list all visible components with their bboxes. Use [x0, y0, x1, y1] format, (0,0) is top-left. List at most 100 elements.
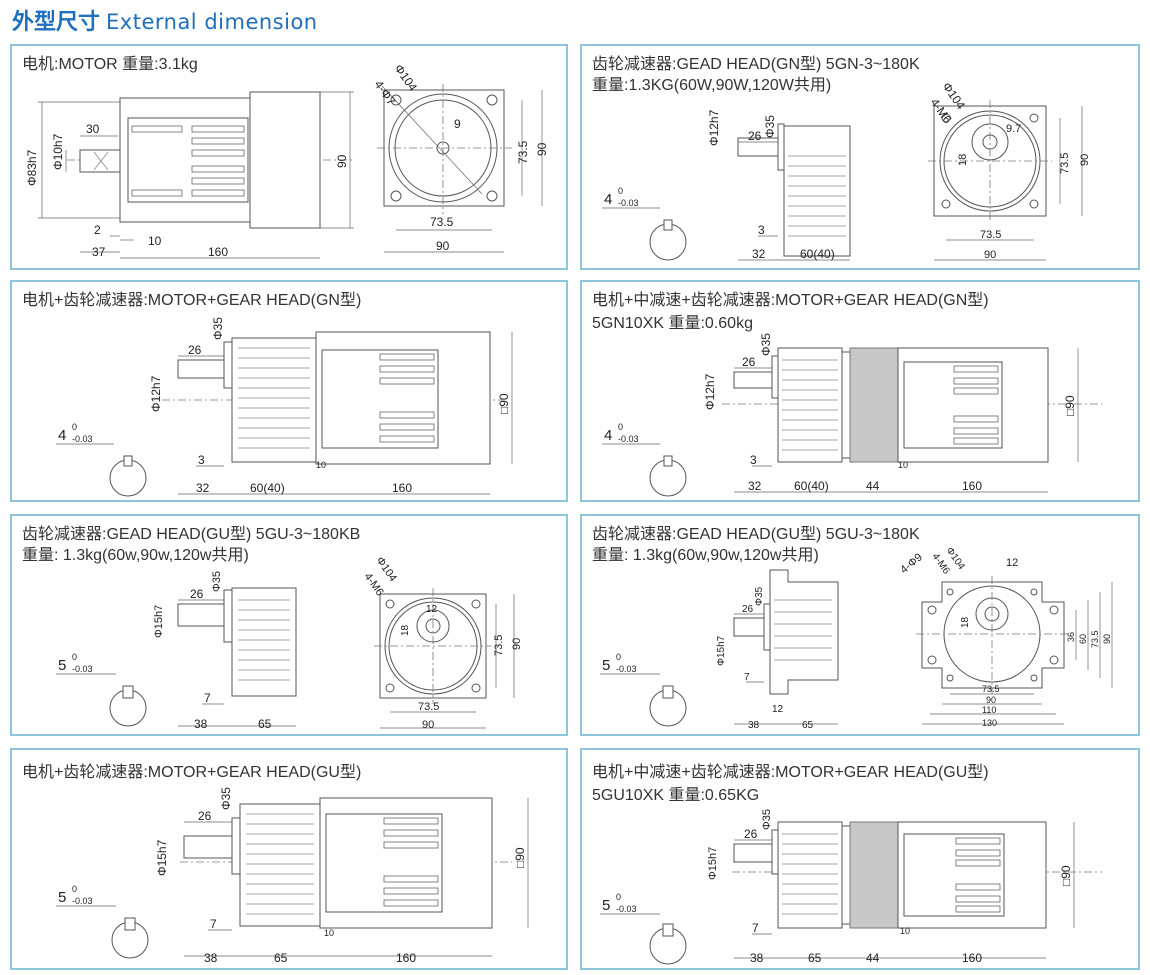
dim-l65: 65	[274, 951, 288, 965]
dim-d35: Φ35	[763, 115, 777, 138]
dim-v735: 73.5	[516, 140, 530, 164]
key-tol-top: 0	[618, 422, 623, 432]
dim-l60: 60(40)	[800, 247, 835, 261]
dim-l12: 12	[772, 704, 784, 715]
dim-b735: 73.5	[980, 229, 1001, 241]
panel-motor-mid-gn-title-2: 5GN10XK 重量:0.60kg	[592, 315, 753, 332]
dim-b735: 73.5	[418, 701, 439, 713]
dim-l44: 44	[866, 479, 880, 493]
dim-l7: 7	[204, 691, 211, 705]
page-title-en: External dimension	[106, 10, 318, 34]
dim-k12: 12	[426, 604, 438, 615]
key-width: 5	[58, 889, 66, 906]
dim-k12: 12	[1006, 557, 1018, 569]
dim-sq90: □90	[1063, 395, 1077, 416]
dim-d15: Φ15h7	[716, 635, 727, 666]
dim-b110: 110	[982, 705, 996, 715]
dim-l44: 44	[866, 951, 880, 965]
key-tol-bot: -0.03	[72, 896, 93, 906]
gu-k-flange-side	[769, 569, 839, 695]
panel-gn-gearhead-title-1: 齿轮减速器:GEAD HEAD(GN型) 5GN-3~180K	[592, 56, 920, 73]
dim-l65: 65	[808, 951, 822, 965]
gu-k-flange-front	[921, 581, 1065, 689]
dim-l65: 65	[802, 720, 814, 731]
dim-l3: 3	[758, 223, 765, 237]
motor-mid-gn-drawing: 26 Φ35 Φ12h7 4 0 -0.03 3 10 32 60(40) 44…	[602, 333, 1102, 497]
panel-motor: 电机:MOTOR 重量:3.1kg Φ83h7 Φ10h7 30 2 37 10…	[10, 44, 568, 270]
panel-motor-gu-title: 电机+齿轮减速器:MOTOR+GEAR HEAD(GU型)	[22, 764, 362, 781]
dim-l26: 26	[188, 343, 202, 357]
dim-l7: 7	[744, 672, 750, 683]
dim-l26: 26	[744, 827, 758, 841]
panel-gu-k-title-2: 重量: 1.3kg(60w,90w,120w共用)	[592, 547, 819, 564]
dim-v60: 60	[1078, 634, 1088, 644]
dim-l26: 26	[198, 809, 212, 823]
key-width: 5	[58, 657, 66, 674]
dim-v90: 90	[511, 638, 523, 650]
dim-l3: 3	[750, 453, 757, 467]
dim-l2: 2	[94, 223, 101, 237]
dim-d12: Φ12h7	[703, 373, 717, 410]
dim-sq90: □90	[513, 847, 527, 868]
motor-drawing: Φ83h7 Φ10h7 30 2 37 10 160 90 4-Φ7 Φ104 …	[25, 62, 549, 259]
key-tol-bot: -0.03	[72, 664, 93, 674]
dim-l26: 26	[748, 129, 762, 143]
panel-motor-title: 电机:MOTOR 重量:3.1kg	[22, 56, 198, 73]
dim-l7: 7	[210, 917, 217, 931]
dim-d83: Φ83h7	[25, 149, 39, 186]
dim-l38: 38	[750, 951, 764, 965]
panel-motor-gn-title: 电机+齿轮减速器:MOTOR+GEAR HEAD(GN型)	[22, 292, 362, 309]
key-tol-top: 0	[616, 652, 621, 662]
dim-holes9: 4-Φ9	[898, 551, 925, 576]
motor-fins	[131, 125, 245, 197]
dim-l10: 10	[898, 460, 908, 470]
dim-l38: 38	[194, 717, 208, 731]
dim-l26: 26	[742, 604, 754, 615]
dim-l160: 160	[962, 479, 982, 493]
mid-reducer-block	[849, 821, 899, 929]
dim-b90: 90	[436, 239, 450, 253]
dim-k18: 18	[957, 154, 969, 166]
gearhead-body	[231, 337, 317, 463]
dim-l32: 32	[748, 479, 762, 493]
key-tol-bot: -0.03	[618, 434, 639, 444]
panel-gu-gearhead-k: 齿轮减速器:GEAD HEAD(GU型) 5GU-3~180K 重量: 1.3k…	[580, 514, 1140, 736]
dim-l26: 26	[190, 587, 204, 601]
motor-end-cap	[249, 91, 321, 229]
panel-gn-gearhead-title-2: 重量:1.3KG(60W,90W,120W共用)	[592, 77, 832, 94]
key-tol-bot: -0.03	[616, 664, 637, 674]
key-tol-top: 0	[72, 652, 77, 662]
dim-l65: 65	[258, 717, 272, 731]
dim-v90: 90	[535, 142, 549, 156]
dim-d15: Φ15h7	[707, 847, 719, 880]
dim-l160: 160	[962, 951, 982, 965]
dim-b90: 90	[986, 695, 996, 705]
dim-d35: Φ35	[754, 586, 765, 606]
dim-sq90: □90	[497, 393, 511, 414]
key-width: 5	[602, 897, 610, 914]
key-tol-bot: -0.03	[72, 434, 93, 444]
dim-l38: 38	[204, 951, 218, 965]
dim-d35: Φ35	[211, 317, 225, 340]
panel-motor-mid-gu: 电机+中减速+齿轮减速器:MOTOR+GEAR HEAD(GU型) 5GU10X…	[580, 748, 1140, 970]
dim-b90: 90	[984, 249, 996, 261]
dim-d10: Φ10h7	[51, 133, 65, 170]
dim-l26: 26	[742, 355, 756, 369]
panel-motor-mid-gn-title-1: 电机+中减速+齿轮减速器:MOTOR+GEAR HEAD(GN型)	[592, 292, 989, 309]
dim-l160: 160	[396, 951, 416, 965]
dim-l32: 32	[196, 481, 210, 495]
motor-mid-gu-drawing: 26 Φ35 Φ15h7 5 0 -0.03 7 10 38 65 44 160…	[600, 809, 1102, 965]
key-width: 5	[602, 657, 610, 674]
dim-l60: 60(40)	[250, 481, 285, 495]
motor-gn-drawing: 26 Φ35 Φ12h7 4 0 -0.03 3 10 32 60(40) 16…	[56, 317, 513, 497]
panel-motor-mid-gn: 电机+中减速+齿轮减速器:MOTOR+GEAR HEAD(GN型) 5GN10X…	[580, 280, 1140, 502]
dim-b735: 73.5	[982, 684, 1000, 694]
gu-k-drawing: 26 Φ35 Φ15h7 5 0 -0.03 7 12 38 65 4-Φ9 4…	[600, 545, 1113, 731]
dim-d15: Φ15h7	[155, 839, 169, 876]
key-tol-top: 0	[616, 892, 621, 902]
dim-d35: Φ35	[761, 809, 773, 830]
dim-l37: 37	[92, 245, 106, 259]
dim-d35: Φ35	[219, 787, 233, 810]
key-width: 4	[58, 427, 66, 444]
dim-l38: 38	[748, 720, 760, 731]
